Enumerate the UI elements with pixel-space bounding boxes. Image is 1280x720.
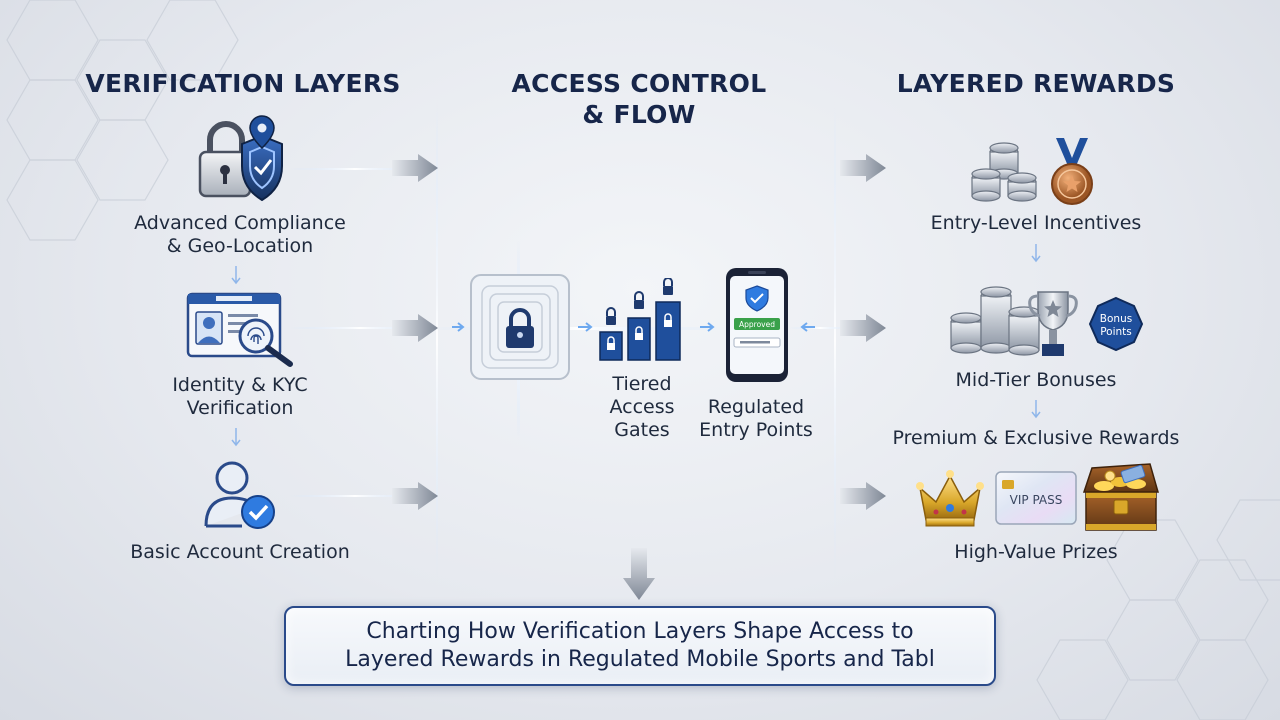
vip-pass-text: VIP PASS bbox=[1010, 493, 1063, 507]
coins-trophy-badge-icon: Bonus Points bbox=[950, 286, 1144, 356]
coins-medal-icon bbox=[971, 138, 1093, 205]
user-check-icon bbox=[204, 461, 275, 529]
approved-badge-text: Approved bbox=[739, 320, 775, 329]
approved-badge bbox=[734, 318, 780, 330]
label-entry-level-incentives: Entry-Level Incentives bbox=[930, 212, 1142, 234]
bonus-points-badge bbox=[1088, 296, 1144, 352]
crown-vip-chest-icon: VIP PASS bbox=[916, 463, 1159, 531]
label-premium-exclusive-rewards: Premium & Exclusive Rewards bbox=[892, 427, 1180, 449]
label-mid-tier-bonuses: Mid-Tier Bonuses bbox=[955, 369, 1117, 391]
small-down-arrows bbox=[231, 244, 1041, 447]
label-advanced-compliance: Advanced Compliance & Geo-Location bbox=[134, 212, 346, 257]
arrows bbox=[392, 154, 886, 510]
lock-shield-location-icon bbox=[198, 115, 283, 202]
label-tiered-access-gates: Tiered Access Gates bbox=[609, 373, 675, 441]
divider-right bbox=[834, 100, 836, 580]
down-arrow-banner bbox=[623, 548, 655, 600]
smartphone-approved-icon: Approved bbox=[726, 268, 788, 382]
heading-access-control: ACCESS CONTROL & FLOW bbox=[511, 69, 767, 129]
summary-banner-text: Charting How Verification Layers Shape A… bbox=[345, 619, 935, 672]
label-high-value-prizes: High-Value Prizes bbox=[954, 541, 1118, 563]
center-flow-arrows bbox=[452, 322, 815, 332]
label-identity-kyc: Identity & KYC Verification bbox=[172, 374, 308, 419]
svg-text:Points: Points bbox=[1100, 326, 1132, 338]
divider-left bbox=[436, 100, 438, 580]
label-basic-account-creation: Basic Account Creation bbox=[130, 541, 350, 563]
heading-verification-layers: VERIFICATION LAYERS bbox=[85, 69, 401, 98]
vip-pass-card bbox=[995, 471, 1077, 525]
heading-layered-rewards: LAYERED REWARDS bbox=[896, 69, 1176, 98]
hexagon-pattern bbox=[6, 0, 1280, 720]
tiered-access-gates-icon bbox=[599, 278, 681, 361]
summary-banner: Charting How Verification Layers Shape A… bbox=[284, 606, 996, 686]
id-card-fingerprint-icon bbox=[186, 292, 293, 367]
svg-text:Bonus: Bonus bbox=[1100, 313, 1132, 325]
label-regulated-entry-points: Regulated Entry Points bbox=[699, 396, 813, 441]
secure-lock-panel-icon bbox=[470, 274, 570, 380]
